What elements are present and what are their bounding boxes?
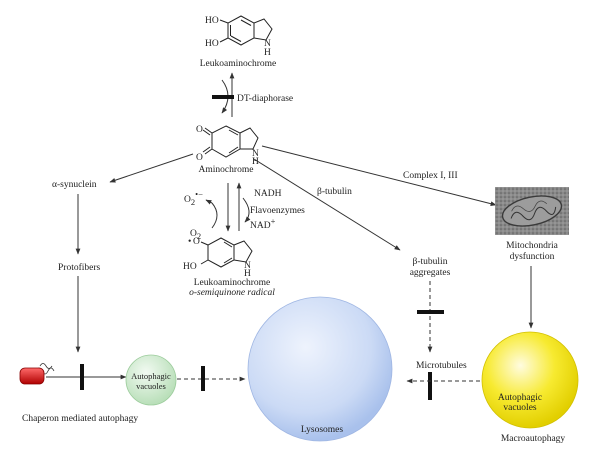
lysosomes-label: Lysosomes: [301, 425, 344, 435]
microtubules-label: Microtubules: [416, 361, 467, 371]
semiquinone-structure: [200, 237, 253, 268]
autophagic-yellow-label-2: vacuoles: [503, 403, 537, 413]
mito-label-1: Mitochondria: [506, 241, 558, 251]
nad-label: NAD+: [250, 216, 276, 231]
beta-aggregates-label-2: aggregates: [410, 268, 451, 278]
chaperone-protein-icon: [19, 363, 55, 385]
arrow-to-mitochondria: [261, 145, 497, 207]
semiquinone-n: N: [244, 261, 251, 271]
alpha-synuclein-label: α-synuclein: [52, 180, 97, 190]
superoxide-label: O2•−: [184, 189, 203, 207]
aminochrome-o-bottom: O: [196, 153, 203, 163]
superoxide-arrowhead: [205, 199, 213, 205]
arrow-to-alpha-synuclein: [109, 153, 194, 183]
oxygen-label: O2: [190, 229, 201, 241]
beta-tubulin-label: β-tubulin: [317, 187, 352, 197]
aminochrome-label: Aminochrome: [199, 165, 254, 175]
protofibers-label: Protofibers: [58, 262, 101, 273]
arrow-to-beta-tubulin-aggregates: [253, 158, 401, 251]
oxygen-curve: [211, 202, 218, 229]
complex-label: Complex I, III: [403, 171, 458, 181]
leuko-ho-bottom: HO: [205, 39, 219, 49]
leuko-ho-top: HO: [205, 16, 219, 26]
semiquinone-label-1: Leukoaminochrome: [194, 278, 271, 288]
mito-label-2: dysfunction: [510, 251, 555, 262]
mitochondria-micrograph-icon: [495, 187, 569, 235]
leukoaminochrome-label: Leukoaminochrome: [200, 59, 277, 69]
leukoaminochrome-structure: [219, 15, 273, 46]
aminochrome-h: H: [252, 157, 259, 167]
aminochrome-n: N: [252, 149, 259, 159]
semiquinone-radical-dot: •: [188, 237, 191, 247]
flavoenzymes-label: Flavoenzymes: [250, 206, 305, 216]
dt-diaphorase-label: DT-diaphorase: [237, 94, 293, 104]
semiquinone-o: O: [193, 237, 200, 247]
macroautophagy-label: Macroautophagy: [501, 434, 566, 444]
semiquinone-ho: HO: [183, 262, 197, 272]
aminochrome-o-top: O: [196, 125, 203, 135]
autophagic-vacuole-yellow: [481, 331, 579, 429]
autophagic-green-label-1: Autophagic: [131, 371, 171, 381]
autophagic-green-label-2: vacuoles: [136, 381, 166, 391]
leuko-n: N: [264, 39, 271, 49]
semiquinone-h: H: [244, 269, 251, 279]
autophagic-yellow-label-1: Autophagic: [498, 393, 542, 403]
lysosome: [247, 296, 393, 442]
beta-aggregates-label-1: β-tubulin: [413, 257, 448, 267]
autophagic-vacuole-green: [125, 354, 177, 406]
leuko-h: H: [264, 48, 271, 58]
chaperon-label: Chaperon mediated autophagy: [22, 414, 138, 424]
nadh-curve: [242, 197, 251, 223]
nadh-label: NADH: [254, 189, 282, 199]
aminochrome-structure: [202, 125, 259, 158]
semiquinone-label-2: o-semiquinone radical: [189, 288, 275, 298]
